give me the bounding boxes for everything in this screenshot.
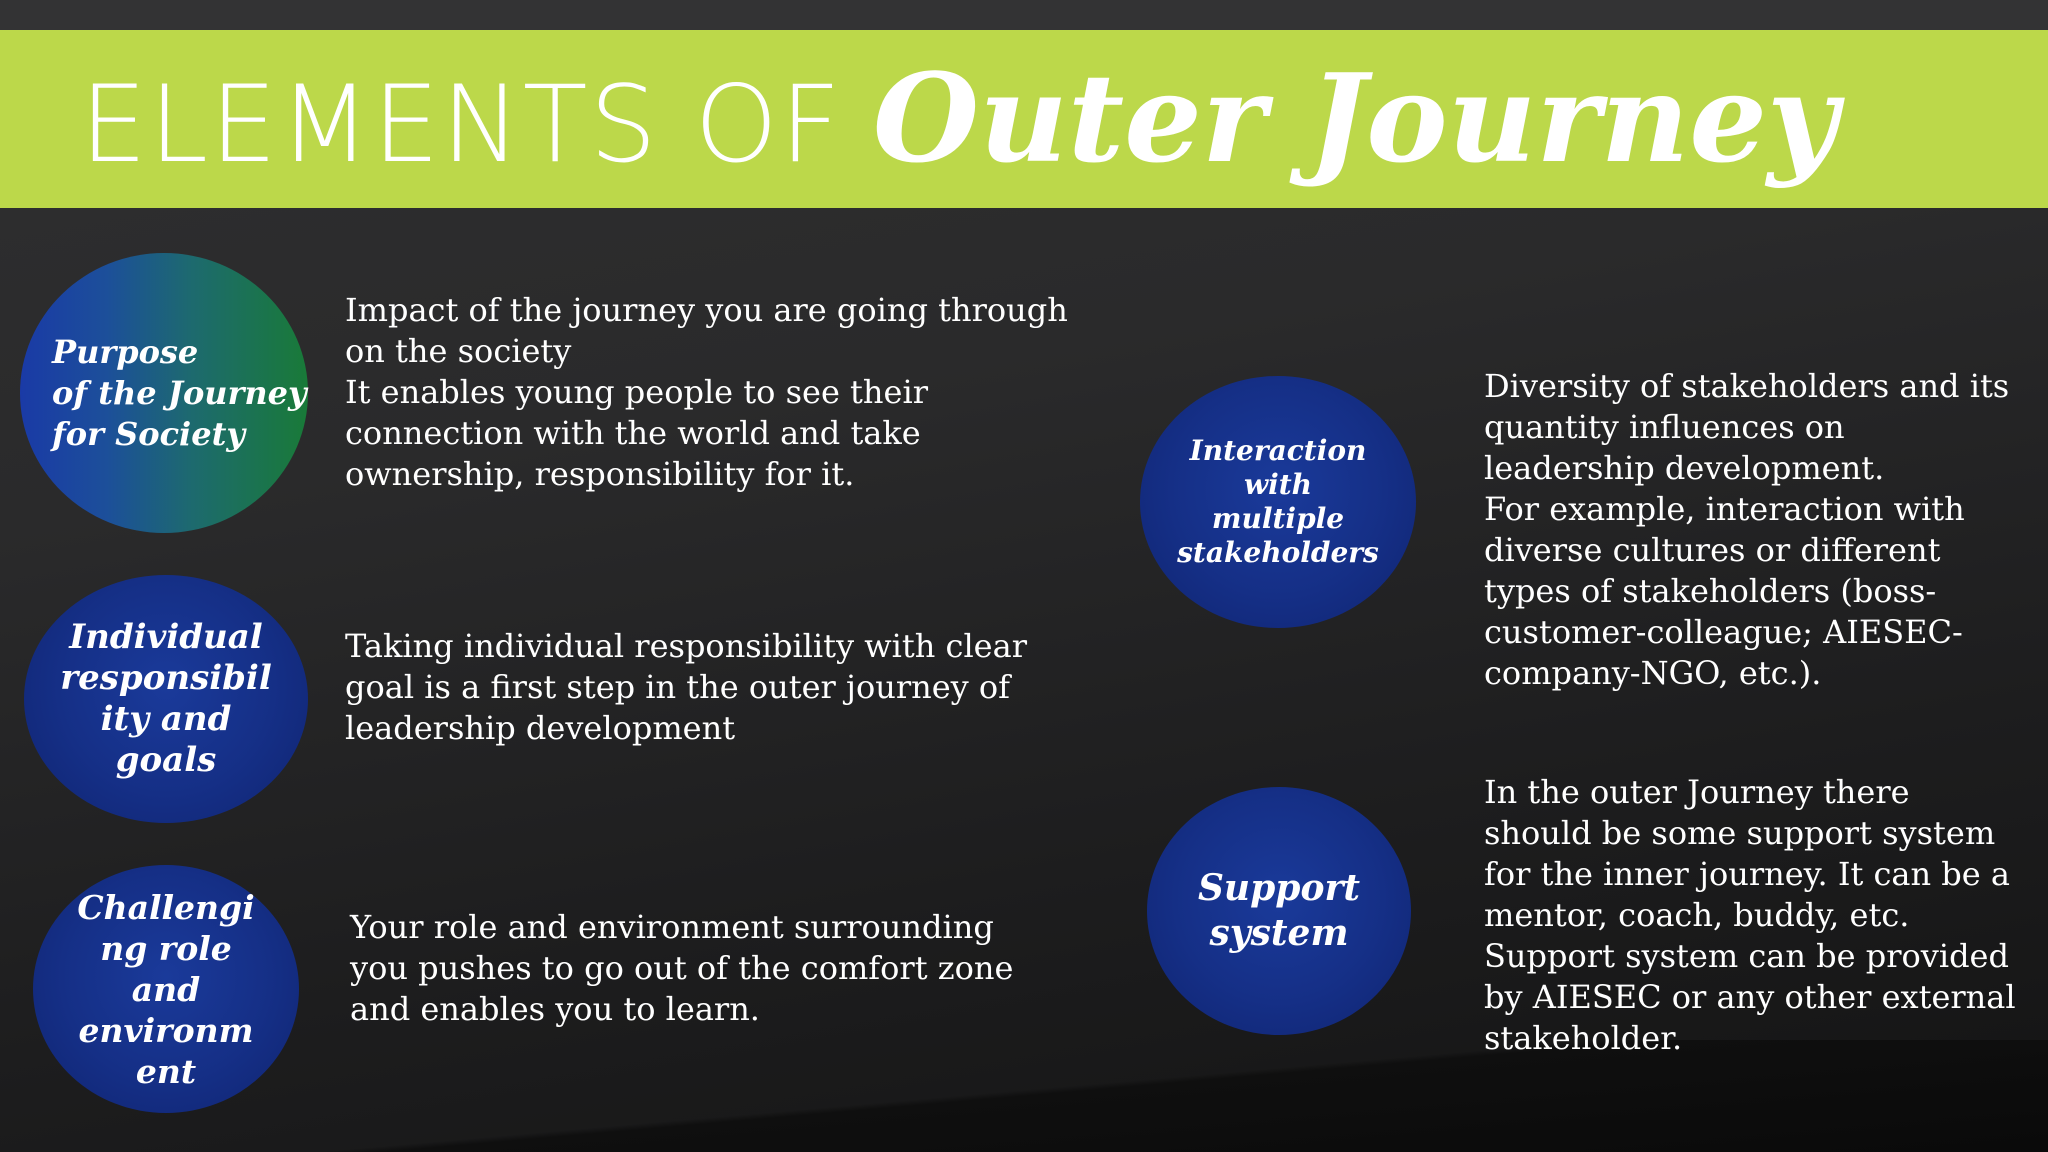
bottom-decoration — [0, 1040, 2048, 1152]
title-banner — [0, 30, 2048, 208]
interaction-stakeholders-circle: Interaction with multiple stakeholders — [1140, 376, 1416, 628]
purpose-label: Purpose of the Journey for Society — [52, 332, 307, 453]
purpose-circle: Purpose of the Journey for Society — [20, 253, 308, 533]
support-system-description: In the outer Journey there should be som… — [1484, 773, 2016, 1057]
top-strip — [0, 0, 2048, 30]
individual-responsibility-description: Taking individual responsibility with cl… — [345, 627, 1027, 747]
title-plain-text: ELEMENTS OF — [80, 63, 843, 186]
individual-responsibility-label: Individual responsibil ity and goals — [60, 617, 272, 780]
support-system-label: Support system — [1197, 867, 1361, 954]
support-system-circle: Support system — [1147, 787, 1411, 1035]
interaction-stakeholders-label: Interaction with multiple stakeholders — [1177, 434, 1379, 569]
purpose-description: Impact of the journey you are going thro… — [345, 291, 1068, 493]
individual-responsibility-circle: Individual responsibil ity and goals — [24, 575, 308, 823]
title-script-text: Outer Journey — [872, 46, 1838, 190]
interaction-stakeholders-description: Diversity of stakeholders and its quanti… — [1484, 367, 2010, 692]
challenging-role-description: Your role and environment surrounding yo… — [350, 908, 1014, 1028]
challenging-role-label: Challengi ng role and environm ent — [77, 887, 255, 1091]
challenging-role-circle: Challengi ng role and environm ent — [33, 865, 299, 1113]
